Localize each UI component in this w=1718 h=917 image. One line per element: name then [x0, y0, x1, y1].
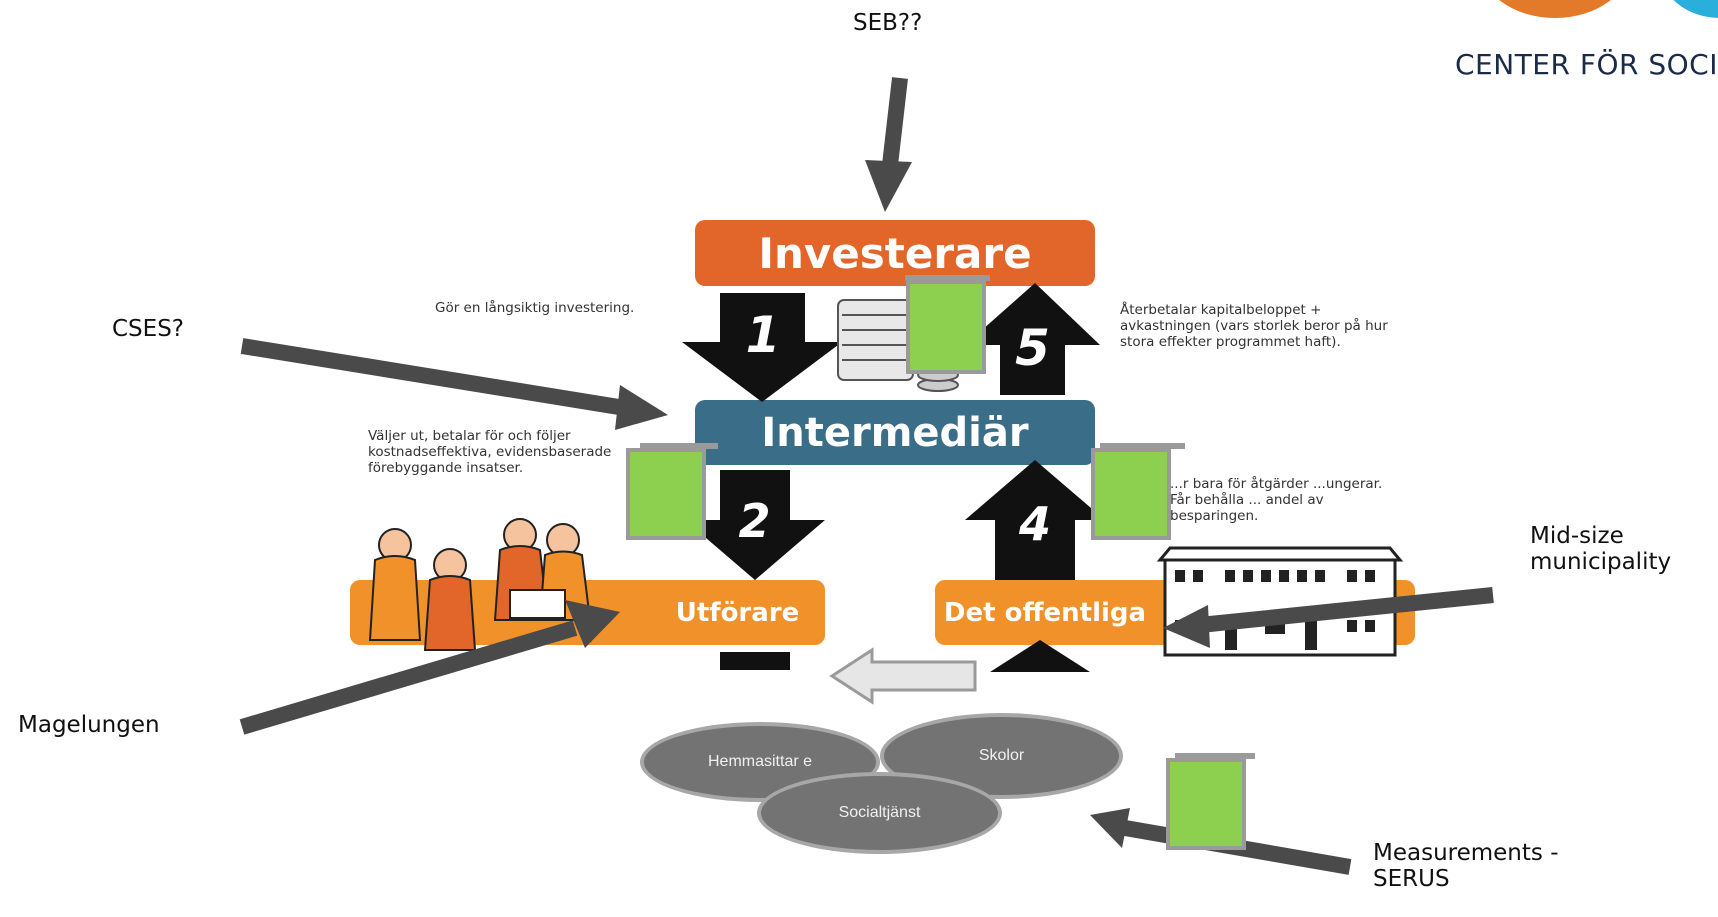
logo-text: CENTER FÖR SOCIALT: [1455, 48, 1718, 81]
arrow-1-shape: [682, 293, 842, 402]
arrow-seb-head: [865, 160, 912, 212]
step1-description: Gör en långsiktig investering.: [435, 300, 635, 316]
scroll-icon-right: [1091, 443, 1185, 540]
label-measurements: Measurements - SERUS: [1373, 840, 1559, 893]
people-illustration: [368, 518, 592, 651]
arrow-magelungen-line: [239, 620, 578, 735]
arrow-seb-line: [882, 77, 908, 166]
arrow-measurements-head: [1090, 808, 1130, 848]
arrow-magelungen-head: [565, 600, 620, 648]
stub-right: [990, 640, 1090, 672]
step-2-number: 2: [738, 494, 771, 548]
label-seb: SEB??: [853, 10, 923, 36]
step5-description: Återbetalar kapitalbeloppet + avkastning…: [1120, 302, 1388, 351]
offentliga-label: Det offentliga: [943, 597, 1147, 628]
step-1-number: 1: [745, 306, 781, 364]
scroll-icon-top: [905, 275, 990, 374]
arrow-cses-head: [615, 385, 668, 430]
arrow-2-shape: [685, 470, 825, 580]
hollow-left-arrow: [829, 647, 977, 705]
arrow-4-shape: [965, 460, 1105, 580]
ellipse-socialtjanst: Socialtjänst: [757, 772, 1002, 854]
step-4-number: 4: [1018, 497, 1051, 551]
step4-description: ...r bara för åtgärder ...ungerar. Får b…: [1170, 476, 1383, 525]
logo: CENTER FÖR SOCIALT: [1420, 0, 1718, 95]
arrow-5-shape: [965, 283, 1100, 395]
stub-left: [720, 652, 790, 670]
utforare-label: Utförare: [675, 597, 800, 628]
arrow-midsize-line: [1199, 587, 1494, 633]
investerare-box-shape: [695, 220, 1095, 286]
label-midsize: Mid-size municipality: [1530, 523, 1672, 576]
scroll-icon-bottom: [1166, 753, 1255, 850]
step2-description: Väljer ut, betalar för och följer kostna…: [368, 428, 612, 477]
scroll-icon-left: [626, 443, 718, 540]
arrow-cses-line: [240, 338, 627, 416]
label-cses: CSES?: [112, 316, 184, 342]
label-magelungen: Magelungen: [18, 712, 160, 738]
intermediar-label: Intermediär: [761, 409, 1029, 456]
intermediar-box-shape: [695, 400, 1095, 465]
step-5-number: 5: [1015, 319, 1050, 377]
arrow-midsize-head: [1163, 605, 1210, 648]
investerare-label: Investerare: [758, 228, 1032, 278]
